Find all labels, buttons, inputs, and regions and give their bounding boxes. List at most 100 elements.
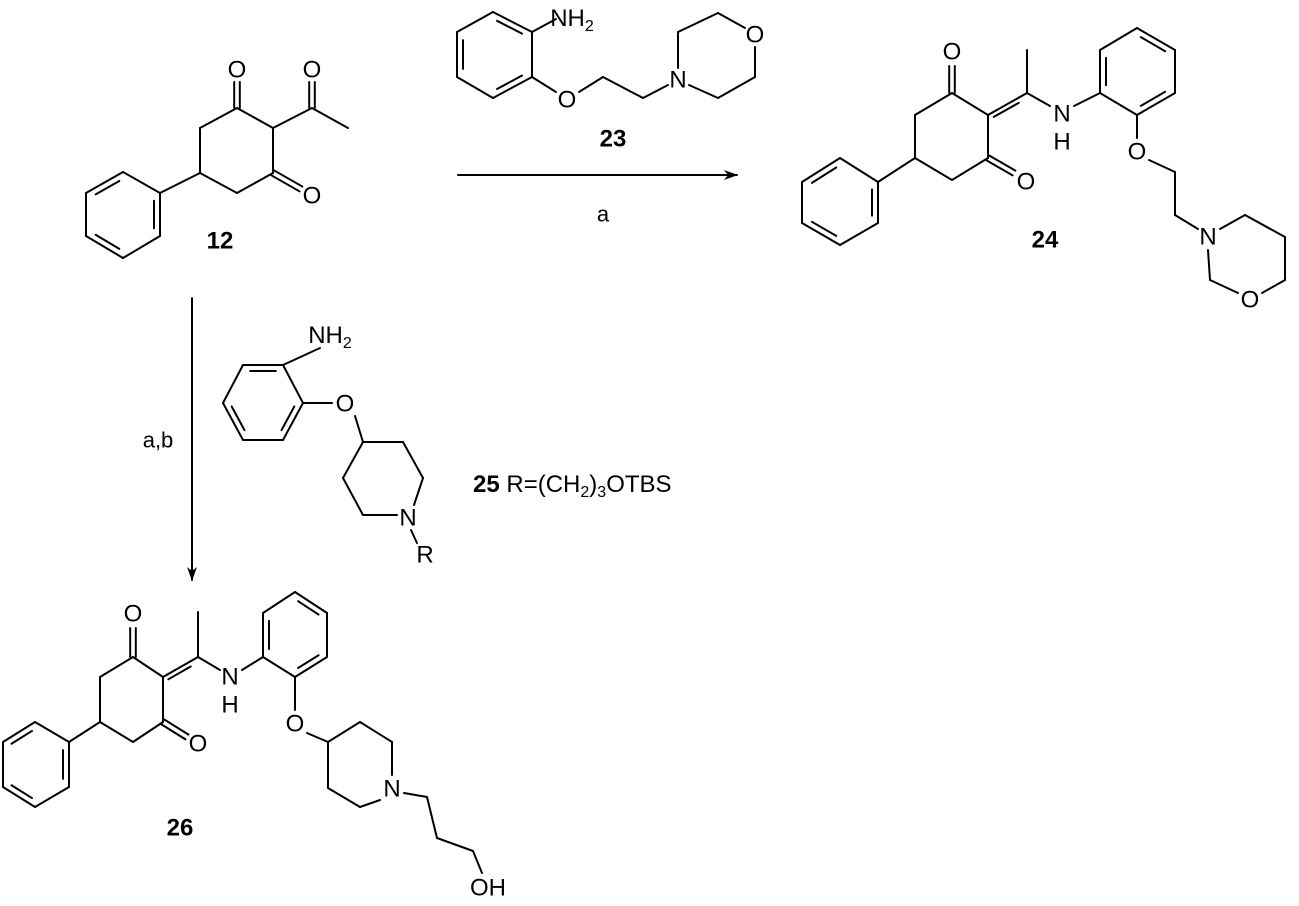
bond-line (34, 721, 70, 743)
atom-o: O (746, 22, 765, 49)
bond-line (230, 405, 246, 432)
bond-line (717, 12, 746, 29)
condition-label-a: a (597, 202, 610, 227)
compound-label-26: 26 (167, 815, 194, 842)
bond-line (1209, 279, 1239, 294)
bond-line (236, 107, 274, 129)
bond-line (99, 656, 134, 678)
bond-line (160, 723, 187, 741)
bond-line (810, 166, 838, 184)
atom-o: O (1128, 139, 1147, 166)
bond-line (272, 107, 313, 129)
bond-line (1136, 27, 1176, 51)
bond-line (1219, 214, 1246, 230)
bond-line (197, 656, 221, 671)
compound-25-definition: 25 R=(CH2)3OTBS (473, 471, 672, 501)
bond-line (222, 364, 244, 404)
atom-o: O (189, 731, 208, 758)
bond-line (34, 786, 70, 808)
bond-line (839, 222, 879, 246)
bond-line (642, 84, 669, 99)
bond-line (297, 600, 320, 616)
bond-line (94, 233, 121, 250)
bond-line (1244, 214, 1286, 238)
atom-o: O (124, 601, 143, 628)
bond-line (801, 157, 841, 183)
bond-line (436, 837, 474, 852)
atom-nh2: NH2 (550, 5, 594, 35)
bond-line (496, 74, 524, 90)
bond-line (688, 84, 719, 99)
bond-line (2, 721, 36, 743)
bond-line (199, 172, 238, 194)
bond-line (273, 169, 304, 188)
atom-o: O (336, 391, 355, 418)
bond-line (985, 159, 1014, 177)
bond-line (1139, 90, 1167, 107)
bond-line (472, 850, 483, 874)
bond-line (262, 656, 296, 678)
bond-line (410, 529, 418, 544)
compound-label-23: 23 (600, 126, 627, 153)
bond-line (122, 235, 161, 259)
bond-line (280, 405, 296, 432)
bond-line (282, 364, 304, 404)
bond-line (456, 11, 494, 33)
atom-o: O (286, 711, 305, 738)
bond-line (492, 11, 533, 33)
bond-line (1207, 249, 1211, 281)
bond-line (327, 787, 361, 808)
atom-oh: OH (470, 875, 506, 902)
bond-line (877, 157, 916, 183)
bond-line (282, 402, 304, 441)
bond-line (987, 92, 1028, 116)
atom-n: N (1053, 101, 1070, 128)
bond-line (717, 76, 756, 99)
atom-o: O (943, 39, 962, 66)
bond-line (159, 172, 201, 194)
compound-label-24: 24 (1032, 227, 1059, 254)
atom-o: O (1017, 169, 1036, 196)
bond-line (297, 654, 320, 670)
atom-o: O (303, 57, 322, 84)
bond-line (85, 235, 124, 259)
bonds-layer (2, 11, 1286, 874)
bond-line (492, 76, 533, 99)
bond-line (992, 101, 1020, 118)
bond-line (810, 220, 838, 237)
bond-line (951, 157, 989, 181)
bond-line (914, 92, 953, 116)
bond-line (163, 718, 190, 736)
atom-n: N (669, 67, 686, 94)
bond-line (1139, 36, 1167, 53)
bond-line (602, 76, 644, 99)
bond-line (456, 76, 494, 99)
atom-n: N (221, 664, 238, 691)
bond-line (426, 796, 438, 839)
bond-line (403, 792, 428, 798)
bond-line (311, 107, 349, 129)
bond-line (402, 441, 424, 479)
bond-line (270, 174, 301, 193)
atom-h: H (1053, 129, 1070, 156)
atom-r: R (416, 542, 433, 569)
bond-line (222, 402, 244, 441)
bond-line (10, 729, 33, 745)
bond-line (85, 171, 124, 194)
atom-o: O (228, 57, 247, 84)
bond-line (531, 18, 557, 33)
atom-o: O (558, 87, 577, 114)
bond-line (10, 784, 33, 800)
atom-nh2: NH2 (308, 322, 352, 352)
bond-line (914, 157, 953, 181)
bond-line (94, 179, 121, 196)
bond-line (496, 19, 524, 35)
compound-label-12: 12 (207, 228, 234, 255)
bond-line (1174, 214, 1199, 230)
bond-line (342, 441, 364, 479)
bond-line (68, 721, 101, 743)
bond-line (359, 721, 393, 743)
bond-line (122, 171, 161, 194)
